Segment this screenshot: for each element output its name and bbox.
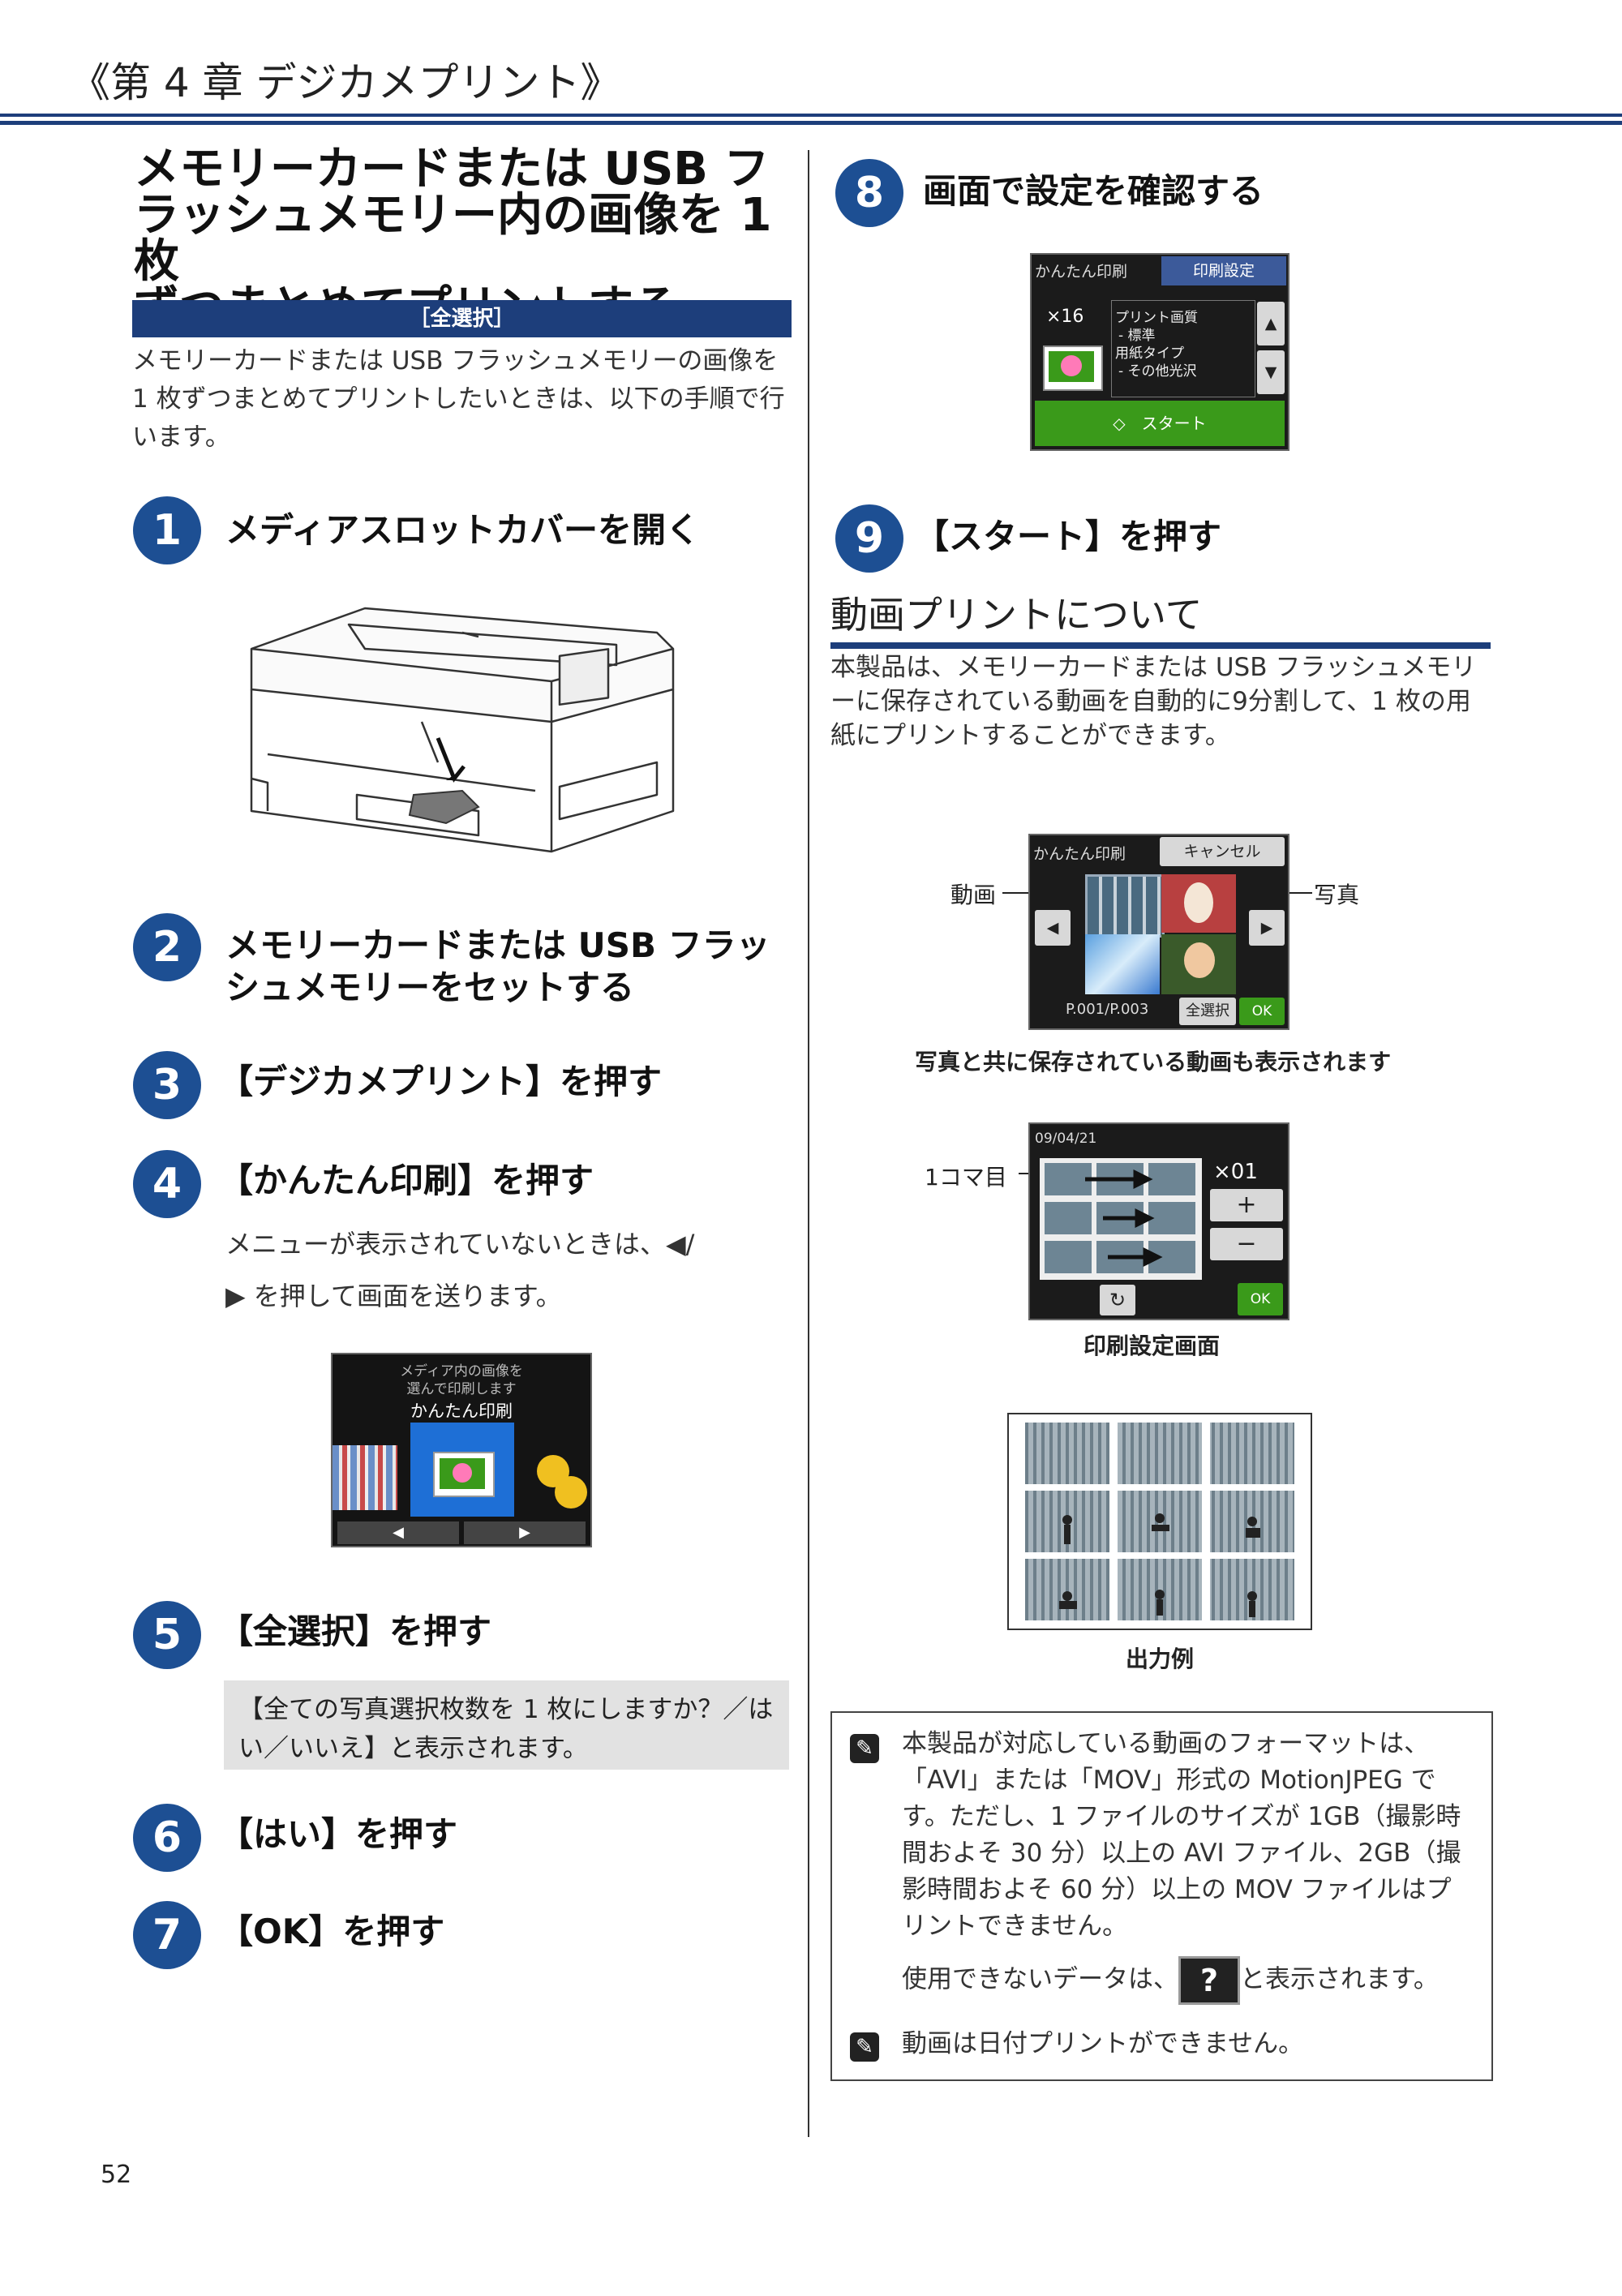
header-rule [0,114,1622,117]
lcd-print-settings: かんたん印刷 印刷設定 ×16 プリント画質 - 標準 用紙タイプ - その他光… [1030,253,1289,451]
page-number: 52 [101,2161,132,2189]
lcd-settings-list[interactable]: プリント画質 - 標準 用紙タイプ - その他光沢 [1111,300,1255,397]
lcd-rotate-button[interactable]: ↻ [1100,1285,1135,1315]
step-description: メニューが表示されていないときは、◀/ [225,1229,695,1260]
figure-caption: 印刷設定画面 [1083,1333,1221,1359]
callout-photo: 写真 [1314,882,1360,908]
step-number: 7 [133,1901,201,1969]
lcd-start-button[interactable]: ◇ スタート [1035,401,1285,446]
step-title: 【全選択】を押す [219,1611,492,1651]
lcd-scroll-down-button[interactable]: ▼ [1257,350,1285,394]
lcd-scroll-up-button[interactable]: ▲ [1257,302,1285,345]
column-divider [808,150,809,2137]
notes-box: ✎ 本製品が対応している動画のフォーマットは、「AVI」または「MOV」形式の … [830,1711,1493,2081]
lcd-video-print-settings: 09/04/21 ×01 + − ↻ OK [1028,1122,1289,1320]
lcd-prev-button[interactable]: ◀ [337,1521,459,1544]
lcd-tab-print-settings[interactable]: 印刷設定 [1161,256,1286,285]
lcd-label: かんたん印刷 [410,1401,513,1421]
photo-thumbnail[interactable] [1161,874,1236,933]
chapter-title: 《第 4 章 デジカメプリント》 [70,59,621,106]
video-frame-grid [1040,1158,1202,1280]
lcd-prev-button[interactable]: ◀ [1035,910,1071,946]
callout-first-frame: 1コマ目 [925,1164,1007,1191]
sunflower-transfer-icon[interactable] [526,1450,590,1512]
step-number: 3 [133,1051,201,1119]
photo-thumbnail[interactable] [1161,934,1236,994]
photo-thumbnail[interactable] [1085,934,1160,994]
memo-icon: ✎ [850,1734,879,1763]
note-text: 本製品が対応している動画のフォーマットは、「AVI」または「MOV」形式の Mo… [902,1729,1461,1941]
lcd-message: 選んで印刷します [406,1381,517,1397]
lcd-date: 09/04/21 [1035,1131,1097,1147]
lcd-tab-easy-print[interactable]: かんたん印刷 [1035,263,1128,281]
lcd-minus-button[interactable]: − [1210,1228,1283,1260]
step-number: 2 [133,913,201,981]
step-title: メモリーカードまたは USB フラッ シュメモリーをセットする [225,925,770,1009]
lcd-setting-label: プリント画質 [1115,310,1198,326]
note-text: 使用できないデータは、?と表示されます。 [902,1956,1486,2005]
lcd-select-all-button[interactable]: 全選択 [1179,998,1236,1025]
lcd-setting-value: - 標準 [1118,328,1156,344]
step-number: 6 [133,1804,201,1872]
intro-text: メモリーカードまたは USB フラッシュメモリーの画像を 1 枚ずつまとめてプリ… [132,346,785,452]
page-title-line: ラッシュメモリー内の画像を 1 枚 [134,189,772,288]
note-text-part: と表示されます。 [1240,1964,1439,1994]
step-title: 【はい】を押す [219,1814,458,1854]
output-sample [1007,1413,1312,1630]
step-note: 【全ての写真選択枚数を 1 枚にしますか？／はい／いいえ】と表示されます。 [224,1680,789,1770]
step-title: メディアスロットカバーを開く [225,510,701,550]
flower-photo-icon [1043,345,1103,391]
figure-caption: 出力例 [1126,1646,1195,1672]
question-mark-icon: ? [1178,1956,1240,2005]
frame-grid-svg [1045,1163,1195,1273]
section-text: 本製品は、メモリーカードまたは USB フラッシュメモリーに保存されている動画を… [830,653,1477,750]
lcd-ok-button[interactable]: OK [1238,1283,1283,1315]
callout-video: 動画 [950,882,997,908]
lcd-plus-button[interactable]: + [1210,1189,1283,1221]
lcd-message: メディア内の画像を [400,1363,523,1380]
output-sample-grid [1025,1423,1294,1620]
step-title: 【スタート】を押す [915,517,1222,556]
lcd-ok-button[interactable]: OK [1239,998,1285,1025]
step-title: 画面で設定を確認する [923,171,1264,211]
step-number: 4 [133,1150,201,1218]
video-thumbnail[interactable] [1085,874,1165,938]
note-text: 動画は日付プリントができません。 [902,2029,1304,2058]
lcd-next-button[interactable]: ▶ [464,1521,586,1544]
lcd-cancel-button[interactable]: キャンセル [1160,837,1285,866]
step-title-line: シュメモリーをセットする [225,968,635,1007]
lcd-copy-count: ×01 [1213,1160,1258,1184]
photo-thumbnails-icon[interactable] [333,1445,397,1510]
note-text-part: 使用できないデータは、 [902,1964,1178,1994]
step-title: 【OK】を押す [219,1912,445,1951]
lcd-easy-print-menu: メディア内の画像を 選んで印刷します かんたん印刷 ◀ ▶ [331,1353,592,1547]
step-number: 5 [133,1601,201,1669]
section-heading: 動画プリントについて [830,593,1203,637]
step-description: ▶ を押して画面を送ります。 [225,1281,562,1311]
lcd-next-button[interactable]: ▶ [1249,910,1285,946]
memo-icon: ✎ [850,2032,879,2062]
step-number: 1 [133,496,201,564]
step-number: 9 [835,504,903,573]
step-title-line: メモリーカードまたは USB フラッ [225,925,770,965]
flower-photo-icon [433,1452,495,1497]
lcd-tab-easy-print[interactable]: かんたん印刷 [1033,845,1126,863]
step-title: 【かんたん印刷】を押す [219,1161,594,1200]
lcd-copy-count: ×16 [1046,307,1084,327]
section-rule [830,642,1491,649]
easy-print-icon[interactable] [410,1423,514,1517]
lcd-setting-label: 用紙タイプ [1115,345,1184,362]
lcd-setting-value: - その他光沢 [1118,363,1197,380]
lcd-page-indicator: P.001/P.003 [1066,1001,1149,1018]
section-tag: ［全選択］ [132,300,792,337]
step-number: 8 [835,159,903,227]
header-rule-2 [0,121,1622,125]
lcd-easy-print-video: かんたん印刷 キャンセル ◀ ▶ P.001/P.003 全選択 OK [1028,834,1289,1030]
printer-illustration [250,607,675,853]
step-title: 【デジカメプリント】を押す [219,1062,663,1101]
page-title-line: メモリーカードまたは USB フ [134,143,770,195]
figure-caption: 写真と共に保存されている動画も表示されます [915,1049,1392,1075]
